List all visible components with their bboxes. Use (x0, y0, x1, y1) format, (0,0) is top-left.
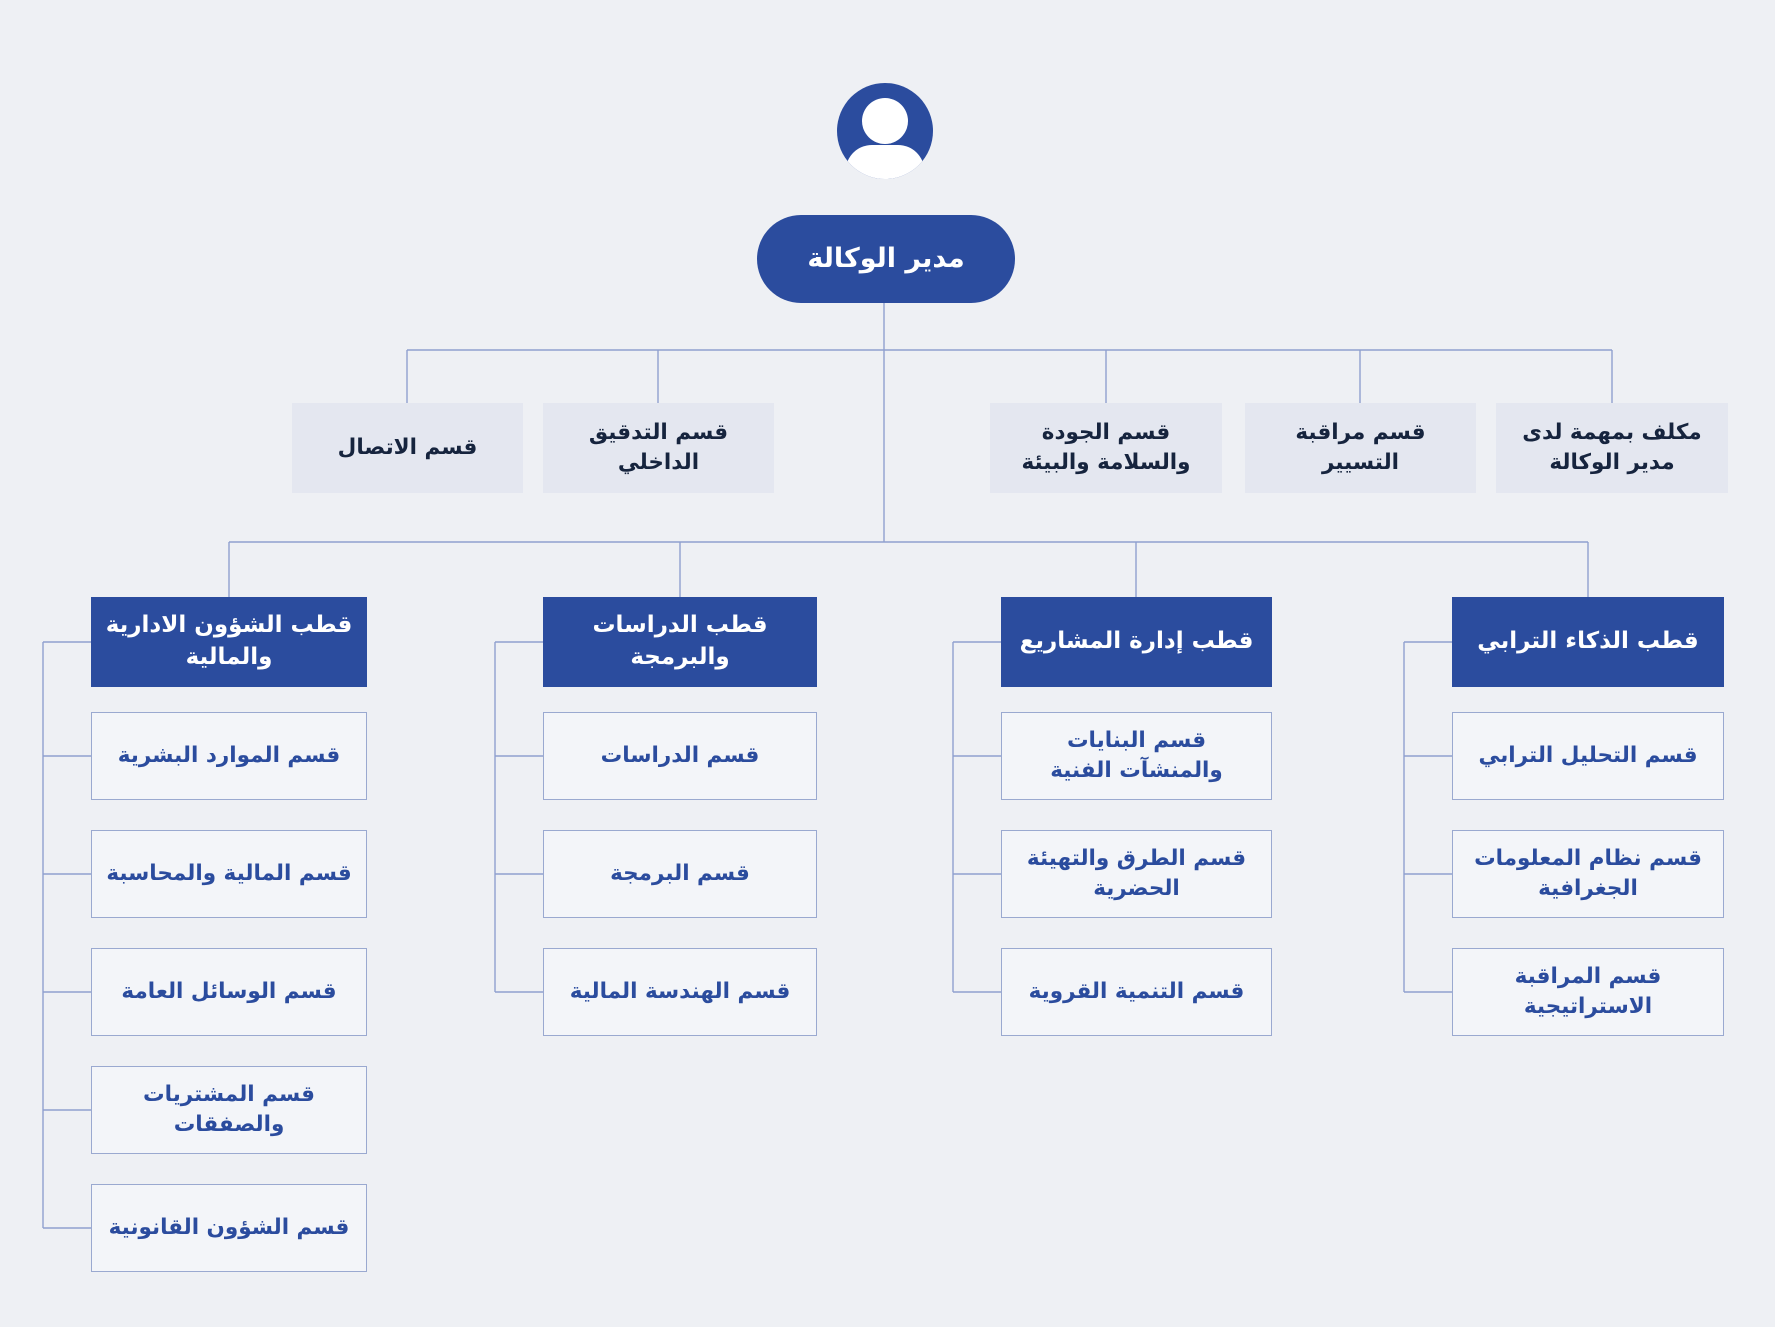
node-dept-finance-accounting: قسم المالية والمحاسبة (91, 830, 367, 918)
node-director: مدير الوكالة (757, 215, 1015, 303)
node-dept-financial-engineering: قسم الهندسة المالية (543, 948, 817, 1036)
node-pole-admin-financial-affairs: قطب الشؤون الادارية والمالية (91, 597, 367, 687)
node-dept-strategic-monitoring: قسم المراقبة الاستراتيجية (1452, 948, 1724, 1036)
node-mission-officer: مكلف بمهمة لدى مدير الوكالة (1496, 403, 1728, 493)
node-dept-studies: قسم الدراسات (543, 712, 817, 800)
node-pole-project-management: قطب إدارة المشاريع (1001, 597, 1272, 687)
node-dept-general-means: قسم الوسائل العامة (91, 948, 367, 1036)
node-dept-internal-audit: قسم التدقيق الداخلي (543, 403, 774, 493)
node-dept-rural-development: قسم التنمية القروية (1001, 948, 1272, 1036)
node-dept-roads-urban-development: قسم الطرق والتهيئة الحضرية (1001, 830, 1272, 918)
node-dept-communication: قسم الاتصال (292, 403, 523, 493)
node-dept-territorial-analysis: قسم التحليل الترابي (1452, 712, 1724, 800)
person-icon (837, 83, 933, 179)
node-dept-buildings-technical-facilities: قسم البنايات والمنشآت الفنية (1001, 712, 1272, 800)
director-avatar (837, 83, 933, 179)
node-dept-quality-safety-environment: قسم الجودة والسلامة والبيئة (990, 403, 1222, 493)
node-pole-studies-programming: قطب الدراسات والبرمجة (543, 597, 817, 687)
node-dept-legal-affairs: قسم الشؤون القانونية (91, 1184, 367, 1272)
node-dept-programming: قسم البرمجة (543, 830, 817, 918)
node-dept-human-resources: قسم الموارد البشرية (91, 712, 367, 800)
node-pole-territorial-intelligence: قطب الذكاء الترابي (1452, 597, 1724, 687)
node-dept-gis: قسم نظام المعلومات الجغرافية (1452, 830, 1724, 918)
node-dept-procurement-deals: قسم المشتريات والصفقات (91, 1066, 367, 1154)
node-dept-management-control: قسم مراقبة التسيير (1245, 403, 1476, 493)
